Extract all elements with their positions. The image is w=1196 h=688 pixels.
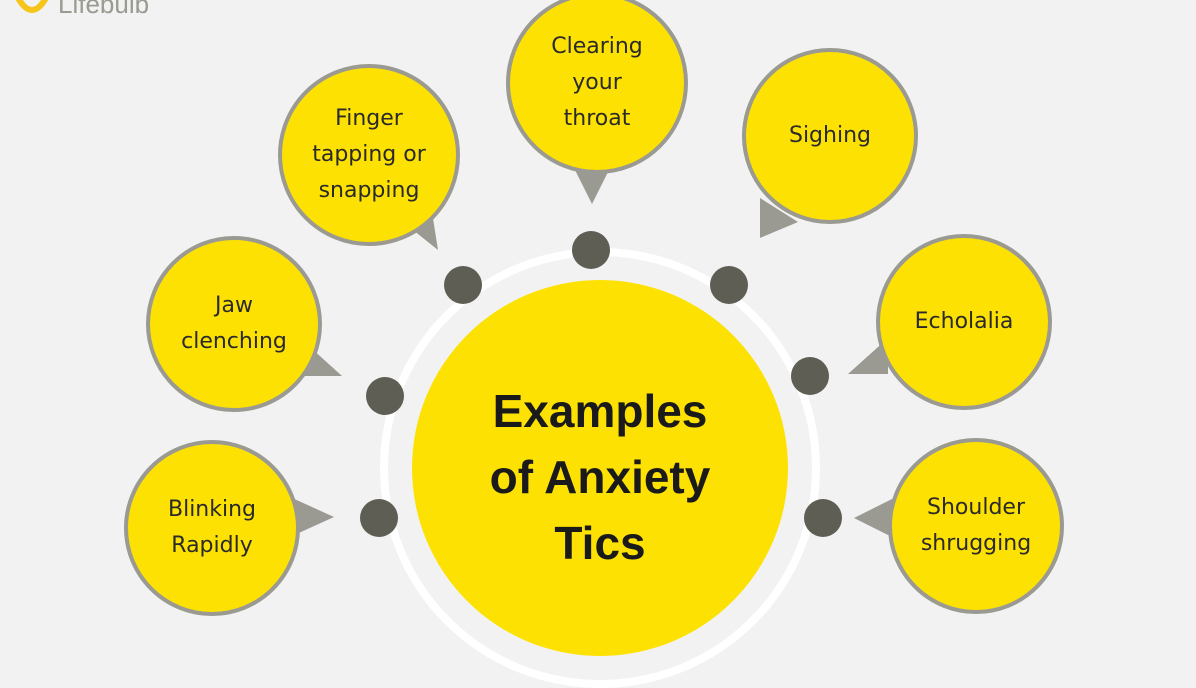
center-title: Examples of Anxiety Tics (489, 385, 711, 569)
bubble-label: Clearing your throat (551, 34, 643, 131)
bubble-jaw-clenching: Jaw clenching (146, 236, 322, 412)
diagram: Lifebulb Examples of Anxiety Tics Blinki… (12, 0, 1064, 688)
bubble-sighing: Sighing (742, 48, 918, 224)
connector-dot (710, 266, 748, 304)
brand-name: Lifebulb (58, 0, 150, 19)
connector-dot (804, 499, 842, 537)
bubble-tail (848, 338, 888, 374)
bubble-label: Finger tapping or snapping (312, 106, 426, 203)
bubble-finger-tapping: Finger tapping or snapping (278, 64, 460, 246)
bubble-shoulder-shrugging: Shoulder shrugging (888, 438, 1064, 614)
bubble-label: Blinking Rapidly (167, 497, 257, 558)
bubble-label: Sighing (788, 123, 871, 148)
bubble-tail (290, 497, 334, 537)
center-circle: Examples of Anxiety Tics (412, 280, 788, 656)
connector-dot (360, 499, 398, 537)
bubble-blinking-rapidly: Blinking Rapidly (124, 440, 300, 616)
connector-dot (444, 266, 482, 304)
brand-logo: Lifebulb (12, 0, 149, 24)
bubble-label: Shoulder shrugging (920, 495, 1032, 556)
bubble-tail (760, 198, 798, 238)
bubble-tail (574, 168, 610, 204)
bubble-clearing-throat: Clearing your throat (506, 0, 688, 174)
bubble-tail (854, 498, 894, 538)
bubble-label: Echolalia (914, 309, 1014, 334)
connector-dot (791, 357, 829, 395)
bubble-echolalia: Echolalia (876, 234, 1052, 410)
connector-dot (572, 231, 610, 269)
bubble-label: Jaw clenching (181, 293, 287, 354)
bulb-icon (15, 0, 49, 13)
connector-dot (366, 377, 404, 415)
